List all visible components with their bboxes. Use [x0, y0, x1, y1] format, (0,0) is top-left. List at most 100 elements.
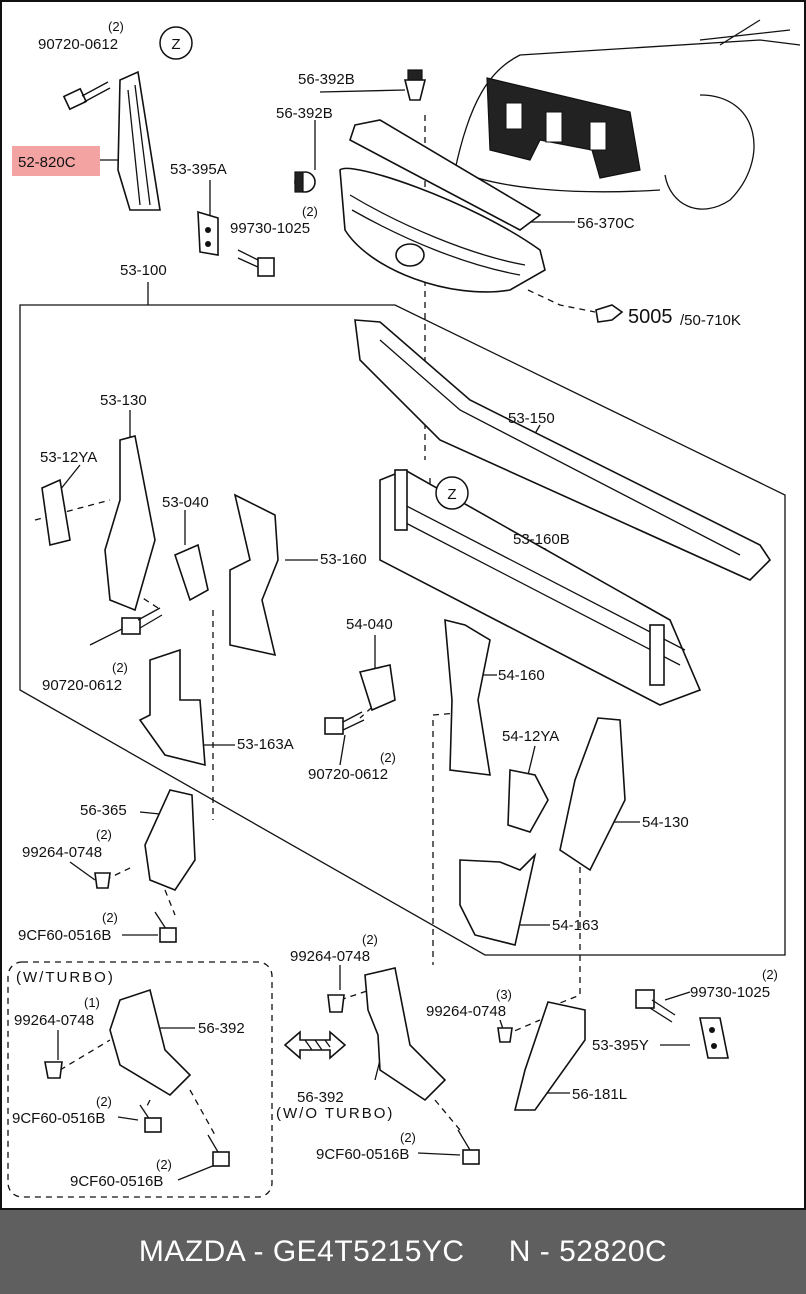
- part-highlight: [12, 146, 100, 176]
- crossmember-53-160b: [379, 469, 702, 706]
- qty-90720-0612-low: (2): [380, 750, 396, 765]
- bracket-53-163a: [138, 648, 206, 767]
- panel-54-130: [559, 717, 626, 872]
- label-99730-1025-b: 99730-1025: [690, 984, 770, 1001]
- bracket-54-040: [358, 664, 396, 712]
- label-56-392b-1: 56-392B: [298, 71, 355, 88]
- screw-9cf60-0516b-turbo-2: [207, 1134, 230, 1167]
- qty-90720-0612-top: (2): [108, 19, 124, 34]
- label-56-181l: 56-181L: [572, 1086, 627, 1103]
- z-circle-top: [159, 26, 193, 60]
- qty-99730-1025-a: (2): [302, 204, 318, 219]
- bracket-56-181l: [513, 1001, 586, 1111]
- label-53-150: 53-150: [508, 410, 555, 427]
- label-56-365: 56-365: [80, 802, 127, 819]
- label-90720-0612-low: 90720-0612: [308, 766, 388, 783]
- screw-9cf60-0516b-a: [154, 911, 177, 943]
- bracket-56-365: [144, 789, 196, 891]
- bracket-53-395a: [197, 210, 219, 256]
- car-radiator-support-icon: [486, 77, 641, 179]
- shroud-53-150: [354, 319, 772, 581]
- duct-56-392: [364, 967, 447, 1102]
- bolt-90720-0612-low: [324, 711, 365, 735]
- screw-9cf60-0516b-b: [457, 1129, 480, 1165]
- clip-99264-0748-turbo: [44, 1061, 63, 1079]
- label-54-160: 54-160: [498, 667, 545, 684]
- qty-9cf60-0516b-b: (2): [400, 1130, 416, 1145]
- double-arrow-icon: [283, 1030, 347, 1060]
- label-wo-turbo: (W/O TURBO): [276, 1105, 394, 1122]
- clip-99264-0748-b: [327, 994, 345, 1013]
- label-99730-1025-a: 99730-1025: [230, 220, 310, 237]
- label-99264-0748-a: 99264-0748: [22, 844, 102, 861]
- label-54-163: 54-163: [552, 917, 599, 934]
- label-53-130: 53-130: [100, 392, 147, 409]
- label-9cf60-0516b-b: 9CF60-0516B: [316, 1146, 409, 1163]
- bolt-99730-1025-top: [237, 249, 275, 277]
- label-56-370c: 56-370C: [577, 215, 635, 232]
- label-90720-0612-mid: 90720-0612: [42, 677, 122, 694]
- bolt-99730-1025-b: [635, 989, 676, 1023]
- grille-56-370c: [339, 119, 546, 293]
- label-53-395a: 53-395A: [170, 161, 227, 178]
- bracket-53-040: [174, 543, 209, 602]
- footer-part-number: MAZDA - GE4T5215YC N - 52820C: [138, 1235, 668, 1268]
- label-50-710k: /50-710K: [680, 312, 741, 329]
- label-90720-0612-top: 90720-0612: [38, 36, 118, 53]
- clip-56-392b-left: [294, 171, 316, 193]
- bolt-90720-0612-mid: [121, 607, 163, 635]
- label-99264-0748-b: 99264-0748: [290, 948, 370, 965]
- label-53-395y: 53-395Y: [592, 1037, 649, 1054]
- label-9cf60-0516b-turbo-1: 9CF60-0516B: [12, 1110, 105, 1127]
- label-54-130: 54-130: [642, 814, 689, 831]
- qty-90720-0612-mid: (2): [112, 660, 128, 675]
- clip-99264-0748-a: [94, 872, 111, 889]
- qty-99264-0748-c: (1): [84, 995, 100, 1010]
- label-w-turbo: (W/TURBO): [16, 969, 115, 986]
- z-mid-label: Z: [447, 486, 456, 503]
- bracket-53-395y: [699, 1017, 729, 1059]
- z-circle-mid: [435, 476, 469, 510]
- label-9cf60-0516b-a: 9CF60-0516B: [18, 927, 111, 944]
- bracket-54-163: [459, 852, 537, 946]
- label-53-100: 53-100: [120, 262, 167, 279]
- arrow-5005-icon: [595, 304, 624, 323]
- w-turbo-box: [7, 961, 273, 1198]
- label-53-12ya: 53-12YA: [40, 449, 97, 466]
- label-53-163a: 53-163A: [237, 736, 294, 753]
- panel-54-160: [444, 618, 491, 776]
- footer-bar: MAZDA - GE4T5215YC N - 52820C: [0, 1210, 806, 1294]
- panel-53-160: [229, 493, 279, 657]
- bracket-54-12ya: [507, 769, 549, 833]
- clip-99264-0748-c: [497, 1027, 513, 1043]
- assembly-53-100-outline: [19, 304, 786, 956]
- z-top-label: Z: [171, 36, 180, 53]
- qty-9cf60-0516b-a: (2): [102, 910, 118, 925]
- label-56-392b-2: 56-392B: [276, 105, 333, 122]
- parts-diagram: Z Z 90720-0612 (2) 52-820C 56-392B 56-39…: [0, 0, 806, 1210]
- duct-56-392-turbo: [109, 988, 192, 1097]
- qty-9cf60-0516b-turbo-1: (2): [96, 1094, 112, 1109]
- label-52-820c: 52-820C: [18, 154, 76, 171]
- label-99264-0748-c: 99264-0748: [14, 1012, 94, 1029]
- qty-99730-1025-b: (2): [762, 967, 778, 982]
- panel-53-130: [104, 435, 156, 612]
- clip-56-392b-top: [403, 69, 427, 101]
- diagram-border: [0, 0, 806, 1210]
- label-53-160b: 53-160B: [513, 531, 570, 548]
- label-5005: 5005: [628, 306, 673, 328]
- label-56-392-turbo: 56-392: [198, 1020, 245, 1037]
- screw-9cf60-0516b-turbo-1: [139, 1104, 162, 1133]
- label-54-12ya: 54-12YA: [502, 728, 559, 745]
- label-9cf60-0516b-turbo-2: 9CF60-0516B: [70, 1173, 163, 1190]
- label-53-160: 53-160: [320, 551, 367, 568]
- qty-99264-0748-a: (2): [96, 827, 112, 842]
- label-54-040: 54-040: [346, 616, 393, 633]
- label-56-392: 56-392: [297, 1089, 344, 1106]
- qty-9cf60-0516b-turbo-2: (2): [156, 1157, 172, 1172]
- qty-99264-0748-d: (3): [496, 987, 512, 1002]
- qty-99264-0748-b: (2): [362, 932, 378, 947]
- label-53-040: 53-040: [162, 494, 209, 511]
- part-52-820c: [117, 70, 161, 211]
- bolt-90720-0612-top: [62, 81, 111, 111]
